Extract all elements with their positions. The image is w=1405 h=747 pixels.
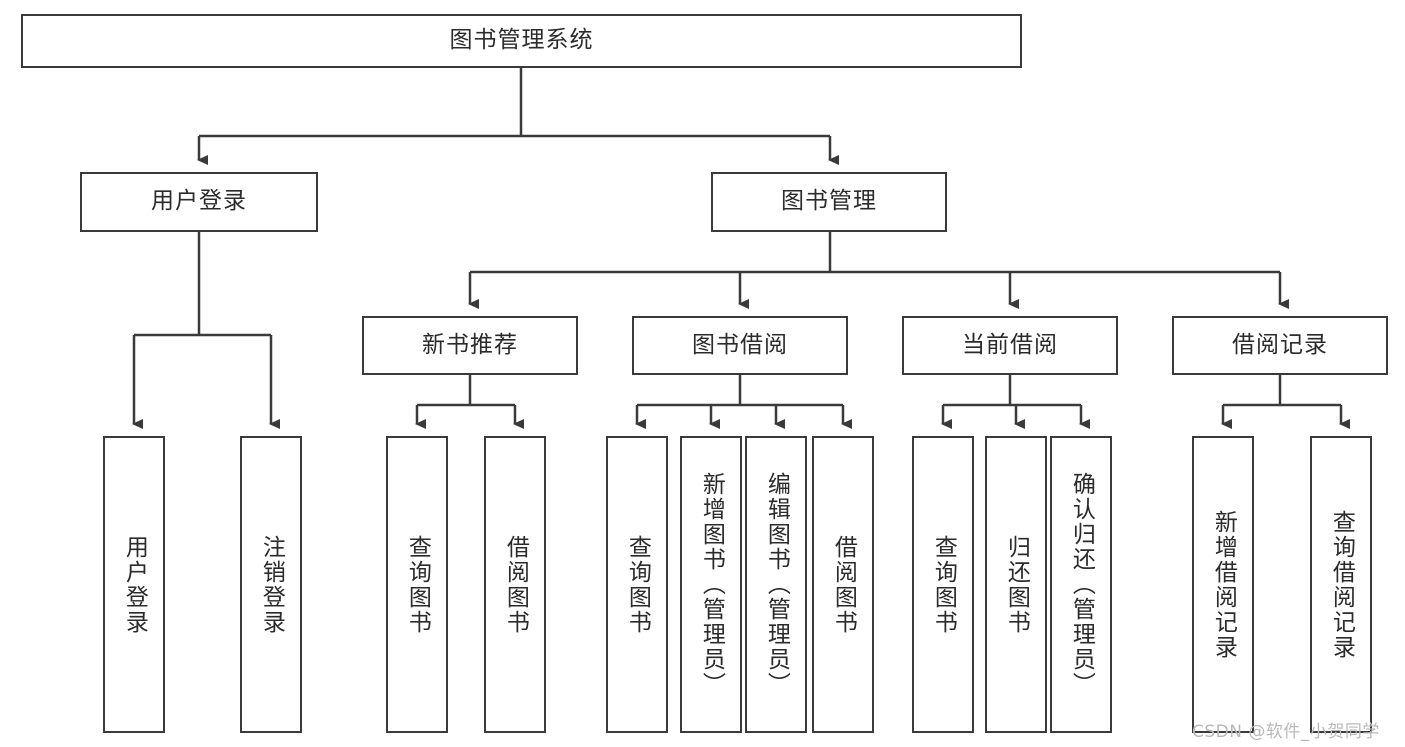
node-current-borrow[interactable]: 当前借阅 (902, 316, 1118, 375)
node-leaf-query-book-1[interactable]: 查询图书 (386, 436, 448, 733)
node-leaf-user-logout[interactable]: 注销登录 (240, 436, 302, 733)
node-leaf-borrow-book-1[interactable]: 借阅图书 (484, 436, 546, 733)
node-book-borrow-label: 图书借阅 (692, 331, 788, 358)
node-root[interactable]: 图书管理系统 (21, 14, 1022, 68)
node-leaf-edit-book-label: 编辑图书（管理员） (763, 472, 790, 697)
watermark: CSDN @软件_小贺同学 (1192, 722, 1380, 742)
node-book-management-label: 图书管理 (781, 188, 877, 215)
node-leaf-user-logout-label: 注销登录 (258, 534, 285, 635)
node-borrow-record[interactable]: 借阅记录 (1172, 316, 1388, 375)
node-leaf-add-book-label: 新增图书（管理员） (698, 472, 725, 697)
node-book-management[interactable]: 图书管理 (711, 172, 947, 232)
node-leaf-return-book[interactable]: 归还图书 (985, 436, 1047, 733)
node-leaf-add-record-label: 新增借阅记录 (1210, 509, 1237, 660)
node-user-login[interactable]: 用户登录 (80, 172, 318, 232)
node-leaf-query-book-3-label: 查询图书 (930, 534, 957, 635)
node-leaf-confirm-return[interactable]: 确认归还（管理员） (1050, 436, 1112, 733)
node-new-book-recommend[interactable]: 新书推荐 (362, 316, 578, 375)
node-user-login-label: 用户登录 (151, 188, 247, 215)
node-leaf-query-record-label: 查询借阅记录 (1328, 509, 1355, 660)
node-leaf-query-book-2[interactable]: 查询图书 (606, 436, 668, 733)
node-current-borrow-label: 当前借阅 (962, 331, 1058, 358)
node-new-book-recommend-label: 新书推荐 (422, 331, 518, 358)
node-leaf-return-book-label: 归还图书 (1003, 534, 1030, 635)
node-leaf-user-login-label: 用户登录 (121, 534, 148, 635)
node-leaf-user-login[interactable]: 用户登录 (103, 436, 165, 733)
node-leaf-borrow-book-1-label: 借阅图书 (502, 534, 529, 635)
node-leaf-query-book-3[interactable]: 查询图书 (912, 436, 974, 733)
node-leaf-edit-book[interactable]: 编辑图书（管理员） (745, 436, 807, 733)
node-leaf-borrow-book-2-label: 借阅图书 (830, 534, 857, 635)
node-book-borrow[interactable]: 图书借阅 (632, 316, 848, 375)
node-leaf-add-book[interactable]: 新增图书（管理员） (680, 436, 742, 733)
node-leaf-confirm-return-label: 确认归还（管理员） (1068, 472, 1095, 697)
node-leaf-query-book-1-label: 查询图书 (404, 534, 431, 635)
node-borrow-record-label: 借阅记录 (1232, 331, 1328, 358)
node-leaf-borrow-book-2[interactable]: 借阅图书 (812, 436, 874, 733)
node-leaf-query-record[interactable]: 查询借阅记录 (1310, 436, 1372, 733)
node-root-label: 图书管理系统 (449, 27, 594, 54)
node-leaf-query-book-2-label: 查询图书 (624, 534, 651, 635)
node-leaf-add-record[interactable]: 新增借阅记录 (1192, 436, 1254, 733)
